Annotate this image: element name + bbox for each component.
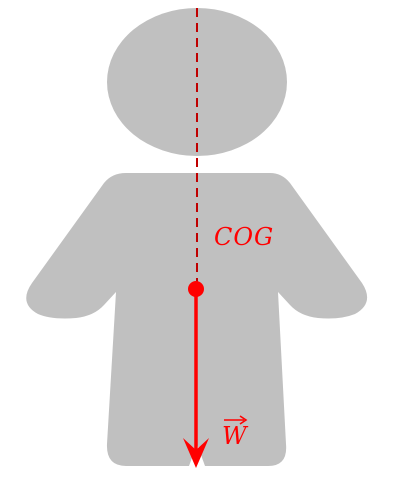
- weight-label-group: W: [222, 415, 249, 450]
- figure-head: [107, 8, 287, 156]
- cog-label: COG: [214, 223, 274, 251]
- weight-vector-arrowhead: [183, 438, 209, 468]
- vector-arrow-icon: [224, 415, 248, 425]
- weight-label: W: [222, 422, 249, 450]
